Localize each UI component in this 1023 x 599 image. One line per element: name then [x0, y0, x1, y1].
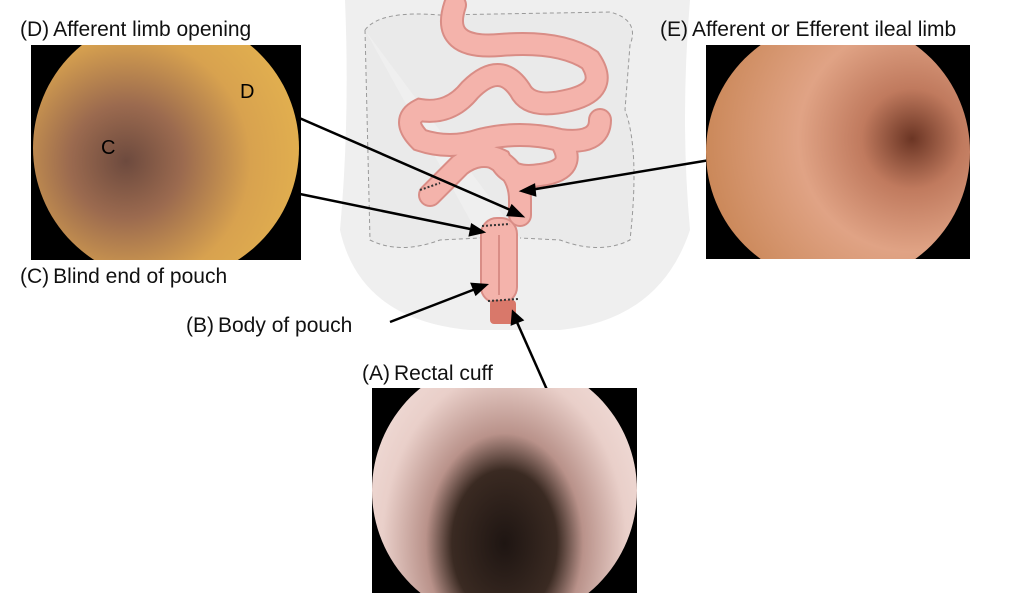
label-e-text: Afferent or Efferent ileal limb [692, 18, 957, 41]
marker-c: C [101, 137, 116, 159]
label-d: (D)Afferent limb opening [20, 18, 251, 42]
label-a-prefix: (A) [362, 362, 390, 385]
endoscopy-image-e [706, 45, 970, 259]
label-b-text: Body of pouch [218, 314, 353, 337]
label-e: (E)Afferent or Efferent ileal limb [660, 18, 956, 42]
label-d-text: Afferent limb opening [53, 18, 252, 41]
endoscopy-image-d: D C [31, 45, 301, 260]
label-e-prefix: (E) [660, 18, 688, 41]
label-d-prefix: (D) [20, 18, 50, 41]
label-b: (B)Body of pouch [186, 314, 352, 338]
rectal-cuff [490, 300, 516, 324]
label-a: (A)Rectal cuff [362, 362, 493, 386]
label-c-prefix: (C) [20, 265, 50, 288]
marker-d: D [240, 81, 255, 103]
label-c-text: Blind end of pouch [53, 265, 228, 288]
label-c: (C)Blind end of pouch [20, 265, 227, 289]
endoscopy-image-a [372, 388, 637, 593]
label-a-text: Rectal cuff [394, 362, 493, 385]
label-b-prefix: (B) [186, 314, 214, 337]
